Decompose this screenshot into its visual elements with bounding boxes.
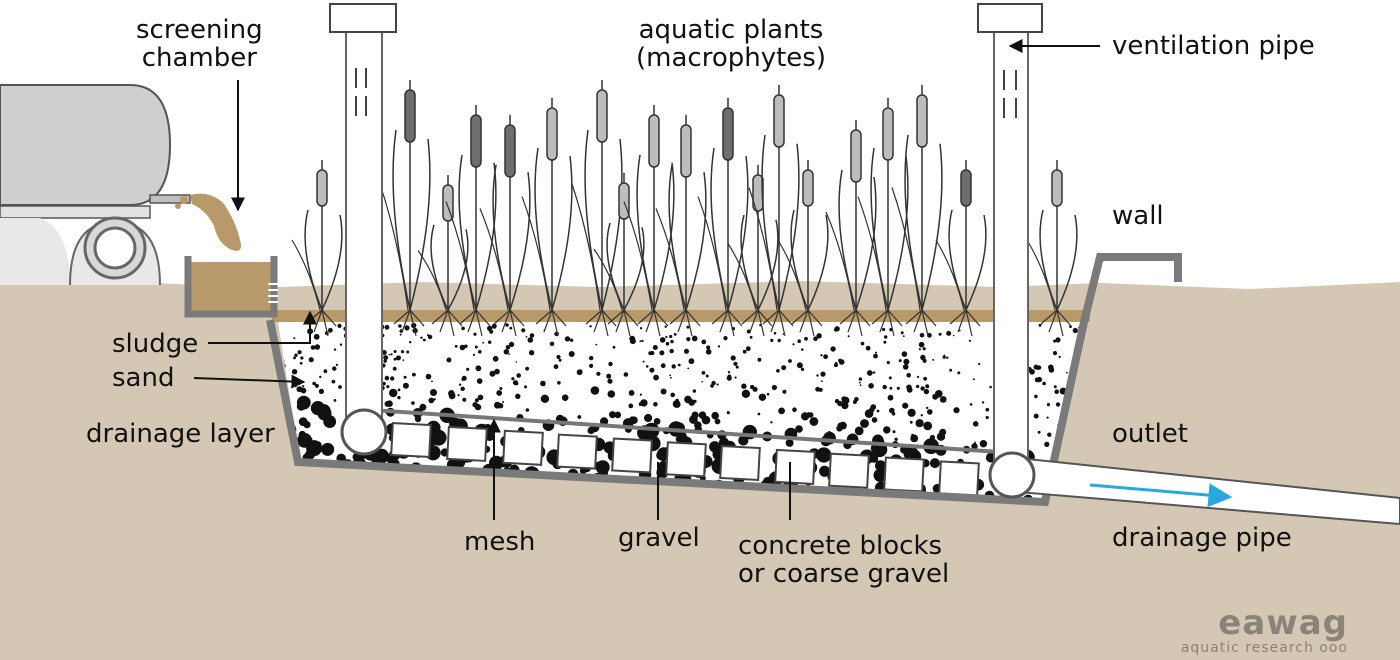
eawag-logo: eawag aquatic research ooo xyxy=(1181,606,1348,656)
cattail-plant xyxy=(857,98,909,337)
ventilation-pipe-left xyxy=(329,3,397,456)
concrete-block xyxy=(611,437,653,474)
cattail-plant xyxy=(379,80,431,337)
cattail-plant xyxy=(291,160,343,337)
concrete-block xyxy=(390,421,432,459)
flow-arrow xyxy=(1089,483,1233,508)
label-wall: wall xyxy=(1112,201,1164,231)
concrete-block xyxy=(719,444,761,482)
cattail-plant xyxy=(825,120,877,337)
cattail-plant xyxy=(521,98,573,337)
label-concrete-blocks-line2: or coarse gravel xyxy=(738,559,950,589)
cattail-plant xyxy=(655,115,707,337)
ventilation-pipe-right xyxy=(977,3,1043,463)
cattail-plant xyxy=(571,80,623,337)
label-ventilation-pipe: ventilation pipe xyxy=(1112,31,1315,61)
label-drainage-layer: drainage layer xyxy=(86,419,275,449)
label-gravel: gravel xyxy=(618,523,700,553)
concrete-blocks xyxy=(390,421,980,497)
aquatic-plants xyxy=(291,80,1078,337)
bed-wall xyxy=(266,253,1182,507)
screen-bars xyxy=(268,283,278,303)
concrete-block xyxy=(665,441,707,478)
concrete-block xyxy=(502,429,544,466)
concrete-block xyxy=(883,456,925,493)
label-sand: sand xyxy=(112,363,175,393)
label-concrete-blocks: concrete blocks or coarse gravel xyxy=(738,532,949,588)
label-screening-chamber-line1: screening xyxy=(136,15,263,45)
logo-tagline-text: aquatic research xyxy=(1180,640,1314,656)
label-sludge: sludge xyxy=(112,329,199,359)
label-outlet: outlet xyxy=(1112,419,1188,449)
cattail-plant xyxy=(623,105,675,337)
label-aquatic-plants-line1: aquatic plants xyxy=(638,15,824,45)
leader-lines xyxy=(193,39,1100,520)
cattail-plant xyxy=(593,173,645,337)
label-aquatic-plants-line2: (macrophytes) xyxy=(636,43,826,73)
outlet-pipe-end xyxy=(988,451,1036,499)
concrete-block xyxy=(556,433,598,470)
logo-tagline: aquatic research ooo xyxy=(1181,640,1348,656)
concrete-block xyxy=(446,425,488,462)
logo-dots: ooo xyxy=(1319,640,1348,656)
label-screening-chamber: screening chamber xyxy=(136,16,263,72)
cattail-plant xyxy=(748,85,800,337)
cattail-plant xyxy=(777,160,829,337)
cattail-plant xyxy=(1026,160,1078,337)
label-drainage-pipe: drainage pipe xyxy=(1112,523,1292,553)
screening-chamber-sludge xyxy=(188,262,274,312)
cattail-plant xyxy=(891,85,943,337)
concrete-block xyxy=(774,448,816,485)
mesh-line xyxy=(371,408,1001,454)
cattail-plant xyxy=(935,160,987,337)
label-concrete-blocks-line1: concrete blocks xyxy=(738,531,943,561)
concrete-block xyxy=(938,460,980,497)
label-aquatic-plants: aquatic plants (macrophytes) xyxy=(636,16,826,72)
label-screening-chamber-line2: chamber xyxy=(141,43,257,73)
cattail-plant xyxy=(697,98,749,337)
logo-name: eawag xyxy=(1218,603,1348,643)
cattail-plant xyxy=(479,115,531,337)
concrete-block xyxy=(828,452,870,489)
tanker-truck xyxy=(0,84,191,286)
cattail-plant xyxy=(445,105,497,337)
label-mesh: mesh xyxy=(464,527,536,557)
sludge-stream xyxy=(190,193,241,251)
